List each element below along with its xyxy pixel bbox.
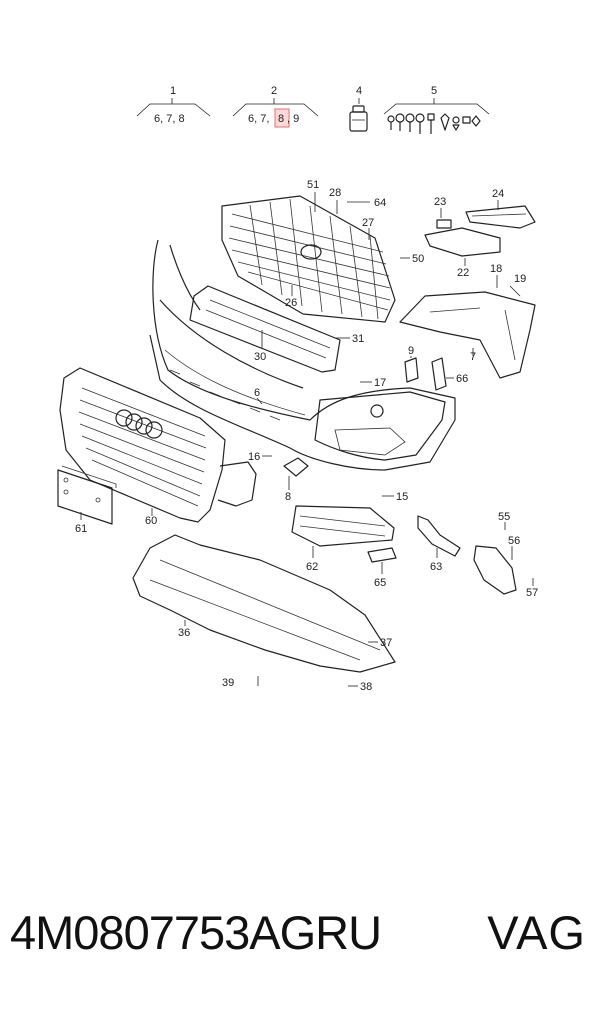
callout-50: 50 [412, 253, 424, 265]
bumper-cover-6[interactable] [149, 239, 456, 471]
trim-strip-66[interactable] [431, 357, 447, 391]
air-guide-30[interactable] [189, 285, 341, 373]
group-4-number: 4 [356, 85, 362, 97]
grille-insert-60[interactable] [59, 367, 257, 523]
radiator-grille-26[interactable] [221, 195, 396, 323]
trim-24[interactable] [465, 205, 536, 229]
part-number: 4M0807753AGRU [10, 906, 382, 959]
callout-6: 6 [254, 387, 260, 399]
group-2[interactable]: 2 6, 7, 8 , 9 [232, 85, 319, 128]
brand: VAG [487, 906, 586, 959]
callout-18: 18 [490, 263, 502, 275]
callout-51: 51 [307, 179, 319, 191]
callout-62: 62 [306, 561, 318, 573]
group-4[interactable]: 4 [349, 85, 368, 132]
callout-27: 27 [362, 217, 374, 229]
footer: 4M0807753AGRU VAG [0, 905, 600, 985]
group-1-bracket [136, 98, 211, 117]
group-5-bracket [383, 98, 490, 115]
highlight-box [274, 108, 290, 128]
plate-bracket-61[interactable] [57, 465, 117, 525]
callout-61: 61 [75, 523, 87, 535]
group-5-number: 5 [431, 85, 437, 97]
callout-66: 66 [456, 373, 468, 385]
four-rings-logo-icon [115, 409, 163, 439]
leader-lines [80, 192, 534, 687]
tow-cover-8[interactable] [283, 457, 309, 477]
side-bracket-7[interactable] [399, 291, 536, 379]
callout-64: 64 [374, 197, 386, 209]
bottle-icon [349, 105, 368, 132]
callout-60: 60 [145, 515, 157, 527]
callout-36: 36 [178, 627, 190, 639]
callout-labels: 51 28 64 27 50 23 24 22 18 19 26 30 31 9… [75, 179, 538, 693]
bracket-55[interactable] [473, 545, 517, 595]
callout-23: 23 [434, 196, 446, 208]
cover-9[interactable] [404, 357, 419, 383]
callout-19: 19 [514, 273, 526, 285]
callout-56: 56 [508, 535, 520, 547]
group-2-bracket [232, 98, 319, 117]
trim-65[interactable] [367, 547, 397, 563]
trim-22-23[interactable] [424, 219, 501, 257]
callout-63: 63 [430, 561, 442, 573]
group-2-subparts-highlighted: 8 [278, 113, 284, 125]
callout-9: 9 [408, 345, 414, 357]
group-2-number: 2 [271, 85, 277, 97]
parts-diagram: 1 6, 7, 8 2 6, 7, 8 , 9 4 5 [57, 85, 538, 693]
callout-24: 24 [492, 188, 504, 200]
callout-55: 55 [498, 511, 510, 523]
group-1[interactable]: 1 6, 7, 8 [136, 85, 211, 125]
callout-22: 22 [457, 267, 469, 279]
bracket-63[interactable] [417, 515, 461, 557]
callout-26: 26 [285, 297, 297, 309]
callout-16: 16 [248, 451, 260, 463]
callout-37: 37 [380, 637, 392, 649]
group-5[interactable]: 5 [383, 85, 490, 134]
fasteners-icon [387, 113, 481, 134]
lower-grille-62[interactable] [291, 505, 395, 547]
callout-8: 8 [285, 491, 291, 503]
group-2-subparts-b: , 9 [287, 113, 299, 125]
callout-39: 39 [222, 677, 234, 689]
callout-17: 17 [374, 377, 386, 389]
underbody-shield-36[interactable] [132, 534, 396, 673]
callout-28: 28 [329, 187, 341, 199]
callout-57: 57 [526, 587, 538, 599]
callout-38: 38 [360, 681, 372, 693]
callout-7: 7 [470, 351, 476, 363]
callout-15: 15 [396, 491, 408, 503]
callout-30: 30 [254, 351, 266, 363]
callout-65: 65 [374, 577, 386, 589]
callout-31: 31 [352, 333, 364, 345]
group-1-number: 1 [170, 85, 176, 97]
group-1-subparts: 6, 7, 8 [154, 113, 185, 125]
group-2-subparts-a: 6, 7, [248, 113, 269, 125]
